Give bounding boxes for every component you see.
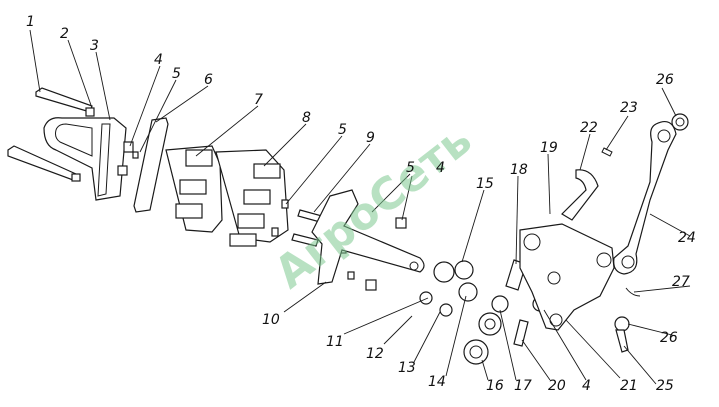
callout-17: 17 — [514, 378, 532, 394]
small-nuts — [71, 107, 139, 182]
rolls — [165, 145, 289, 247]
callout-labels: 1 2 3 4 5 6 7 8 5 9 5 4 15 18 19 22 23 2… — [26, 14, 696, 394]
caps — [614, 113, 689, 353]
callout-21: 21 — [620, 378, 638, 394]
callout-5c: 5 — [406, 160, 415, 176]
support-bar — [133, 117, 169, 213]
callout-24: 24 — [678, 230, 696, 246]
callout-15: 15 — [476, 176, 494, 192]
callout-2: 2 — [60, 26, 69, 42]
callout-13: 13 — [398, 360, 416, 376]
callout-25: 25 — [656, 378, 674, 394]
callout-14: 14 — [428, 374, 446, 390]
callout-8: 8 — [302, 110, 311, 126]
slotted-plate — [43, 117, 127, 201]
bracket — [519, 223, 615, 331]
callout-12: 12 — [366, 346, 384, 362]
callout-18: 18 — [510, 162, 528, 178]
lever-arm — [311, 189, 425, 285]
callout-4c: 4 — [582, 378, 591, 394]
bracket-holes — [523, 233, 612, 327]
callout-19: 19 — [540, 140, 558, 156]
callout-26: 26 — [656, 72, 674, 88]
callout-11: 11 — [326, 334, 344, 350]
callout-10: 10 — [262, 312, 280, 328]
callout-5: 5 — [172, 66, 181, 82]
long-bolts — [7, 87, 93, 181]
callout-4: 4 — [154, 52, 163, 68]
callout-1: 1 — [26, 14, 35, 30]
callout-23: 23 — [620, 100, 638, 116]
callout-22: 22 — [580, 120, 598, 136]
leader-lines — [29, 29, 691, 385]
callout-26b: 26 — [660, 330, 678, 346]
bushings — [419, 260, 509, 365]
callout-5b: 5 — [338, 122, 347, 138]
callout-4b: 4 — [436, 160, 445, 176]
callout-20: 20 — [548, 378, 566, 394]
wrench — [613, 121, 677, 275]
curved-handle — [561, 169, 599, 221]
callout-3: 3 — [90, 38, 99, 54]
callout-16: 16 — [486, 378, 504, 394]
callout-9: 9 — [366, 130, 375, 146]
callout-27: 27 — [672, 274, 690, 290]
callout-7: 7 — [254, 92, 263, 108]
callout-6: 6 — [204, 72, 213, 88]
